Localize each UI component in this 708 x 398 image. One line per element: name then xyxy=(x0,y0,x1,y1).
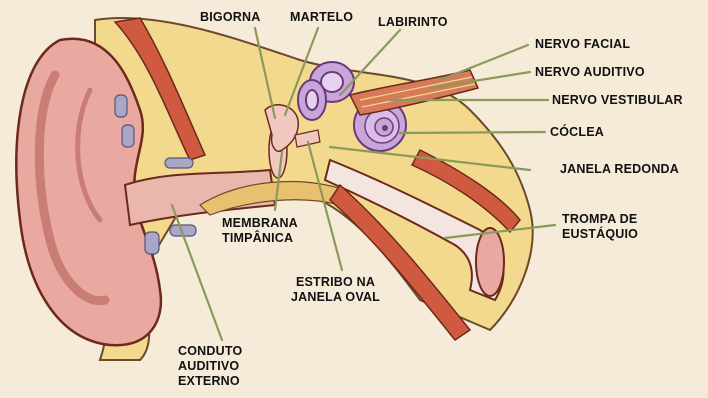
label-nervo-auditivo-text: NERVO AUDITIVO xyxy=(535,65,645,80)
label-trompa: TROMPA DE EUSTÁQUIO xyxy=(562,212,638,242)
label-nervo-facial-text: NERVO FACIAL xyxy=(535,37,630,52)
eustachian-tube-opening xyxy=(476,228,504,296)
label-estribo-line2: JANELA OVAL xyxy=(291,290,380,305)
label-martelo: MARTELO xyxy=(290,10,353,25)
label-labirinto-text: LABIRINTO xyxy=(378,15,448,30)
label-janela-redonda-text: JANELA REDONDA xyxy=(560,162,679,177)
label-labirinto: LABIRINTO xyxy=(378,15,448,30)
label-trompa-line2: EUSTÁQUIO xyxy=(562,227,638,242)
leader-coclea xyxy=(400,132,545,133)
label-nervo-auditivo: NERVO AUDITIVO xyxy=(535,65,645,80)
label-conduto: CONDUTO AUDITIVO EXTERNO xyxy=(178,344,242,389)
label-estribo-line1: ESTRIBO NA xyxy=(291,275,380,290)
label-membrana: MEMBRANA TIMPÂNICA xyxy=(222,216,298,246)
label-martelo-text: MARTELO xyxy=(290,10,353,25)
label-janela-redonda: JANELA REDONDA xyxy=(560,162,679,177)
label-trompa-line1: TROMPA DE xyxy=(562,212,638,227)
label-membrana-line1: MEMBRANA xyxy=(222,216,298,231)
label-conduto-line2: AUDITIVO xyxy=(178,359,242,374)
label-bigorna: BIGORNA xyxy=(200,10,260,25)
label-conduto-line1: CONDUTO xyxy=(178,344,242,359)
label-coclea-text: CÓCLEA xyxy=(550,125,604,140)
label-nervo-vestibular: NERVO VESTIBULAR xyxy=(552,93,683,108)
label-nervo-facial: NERVO FACIAL xyxy=(535,37,630,52)
label-bigorna-text: BIGORNA xyxy=(200,10,260,25)
label-conduto-line3: EXTERNO xyxy=(178,374,242,389)
label-membrana-line2: TIMPÂNICA xyxy=(222,231,298,246)
label-estribo: ESTRIBO NA JANELA OVAL xyxy=(291,275,380,305)
label-nervo-vestibular-text: NERVO VESTIBULAR xyxy=(552,93,683,108)
label-coclea: CÓCLEA xyxy=(550,125,604,140)
